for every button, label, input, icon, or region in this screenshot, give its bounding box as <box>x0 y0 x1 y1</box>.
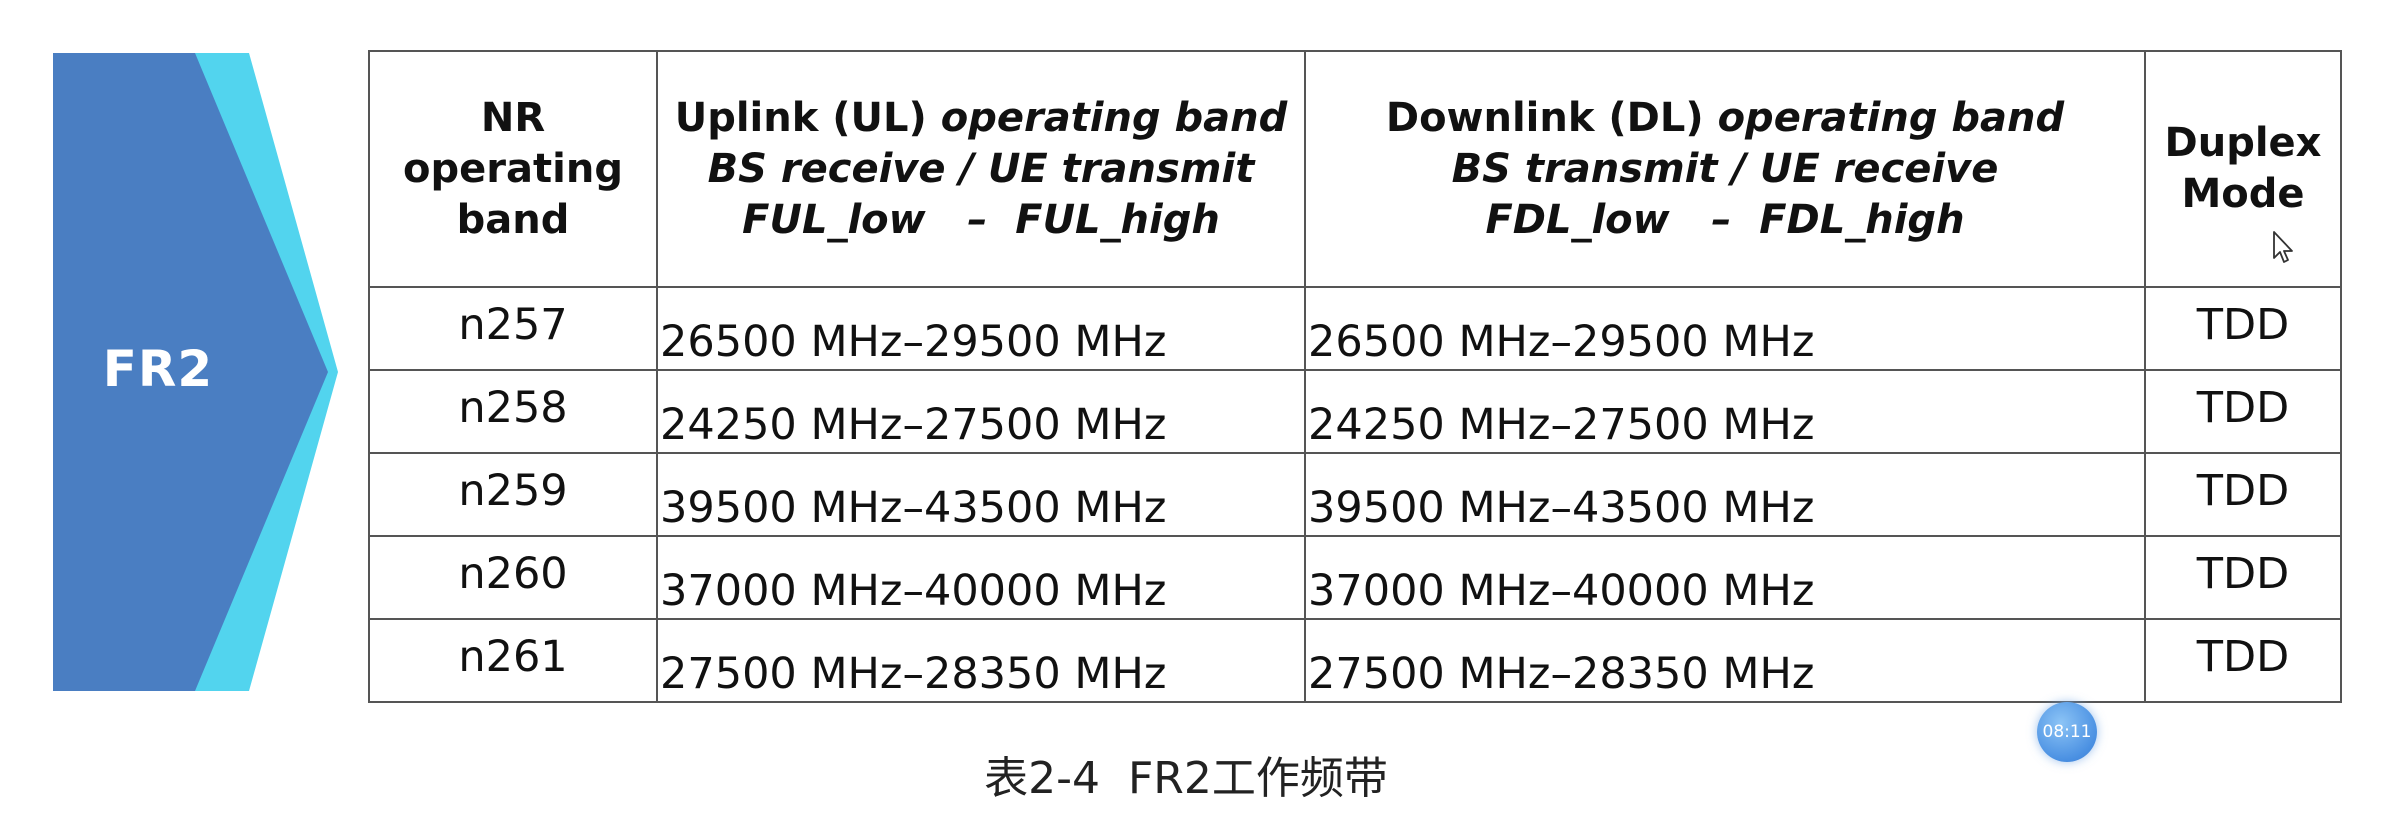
fr2-label: FR2 <box>102 340 214 398</box>
fr2-chevron-banner <box>53 53 338 691</box>
header-uplink-plain: Uplink (UL) <box>674 94 941 141</box>
header-band-line: operating <box>403 145 623 192</box>
table-row: n261 27500 MHz–28350 MHz 27500 MHz–28350… <box>368 618 2342 703</box>
downlink-range-cell: 39500 MHz–43500 MHz <box>1304 452 2146 537</box>
header-duplex-line: Mode <box>2181 171 2305 217</box>
header-duplex-mode: Duplex Mode <box>2144 50 2342 288</box>
band-cell: n260 <box>368 535 658 620</box>
header-downlink-line1: Downlink (DL) operating band <box>1307 93 2143 144</box>
mouse-pointer-icon <box>2272 230 2296 266</box>
duplex-mode-cell: TDD <box>2144 535 2342 620</box>
header-uplink-line2: BS receive / UE transmit <box>707 145 1255 192</box>
uplink-range-cell: 37000 MHz–40000 MHz <box>656 535 1306 620</box>
fr2-band-table: NR operating band Uplink (UL) operating … <box>368 50 2342 703</box>
uplink-range-cell: 24250 MHz–27500 MHz <box>656 369 1306 454</box>
band-cell: n259 <box>368 452 658 537</box>
header-downlink-plain: Downlink (DL) <box>1385 94 1718 141</box>
downlink-range-cell: 37000 MHz–40000 MHz <box>1304 535 2146 620</box>
table-row: n257 26500 MHz–29500 MHz 26500 MHz–29500… <box>368 286 2342 371</box>
band-cell: n258 <box>368 369 658 454</box>
uplink-range-cell: 39500 MHz–43500 MHz <box>656 452 1306 537</box>
table-caption-text: 表2-4 FR2工作频带 <box>984 753 1388 804</box>
table-caption: 表2-4 FR2工作频带 <box>0 742 2392 806</box>
band-cell: n261 <box>368 618 658 703</box>
header-downlink-italic: operating band <box>1717 94 2065 141</box>
header-downlink: Downlink (DL) operating band BS transmit… <box>1304 50 2146 288</box>
header-nr-band: NR operating band <box>368 50 658 288</box>
duplex-mode-cell: TDD <box>2144 452 2342 537</box>
duplex-mode-cell: TDD <box>2144 369 2342 454</box>
chevron-fill <box>53 53 328 691</box>
downlink-range-cell: 26500 MHz–29500 MHz <box>1304 286 2146 371</box>
table-header-row: NR operating band Uplink (UL) operating … <box>368 50 2342 288</box>
uplink-range-cell: 26500 MHz–29500 MHz <box>656 286 1306 371</box>
header-band-line: NR <box>480 94 546 141</box>
header-uplink: Uplink (UL) operating band BS receive / … <box>656 50 1306 288</box>
table-row: n258 24250 MHz–27500 MHz 24250 MHz–27500… <box>368 369 2342 454</box>
header-uplink-line3: FUL_low – FUL_high <box>742 196 1220 243</box>
header-downlink-line3: FDL_low – FDL_high <box>1485 196 1965 243</box>
header-uplink-italic: operating band <box>940 94 1288 141</box>
downlink-range-cell: 27500 MHz–28350 MHz <box>1304 618 2146 703</box>
downlink-range-cell: 24250 MHz–27500 MHz <box>1304 369 2146 454</box>
header-duplex-line: Duplex <box>2164 120 2322 166</box>
header-uplink-line1: Uplink (UL) operating band <box>659 93 1303 144</box>
duplex-mode-cell: TDD <box>2144 618 2342 703</box>
duplex-mode-cell: TDD <box>2144 286 2342 371</box>
video-timer-badge[interactable]: 08:11 <box>2037 702 2097 762</box>
uplink-range-cell: 27500 MHz–28350 MHz <box>656 618 1306 703</box>
header-band-line: band <box>456 196 570 243</box>
header-downlink-line2: BS transmit / UE receive <box>1451 145 1999 192</box>
table-row: n260 37000 MHz–40000 MHz 37000 MHz–40000… <box>368 535 2342 620</box>
table-row: n259 39500 MHz–43500 MHz 39500 MHz–43500… <box>368 452 2342 537</box>
band-cell: n257 <box>368 286 658 371</box>
